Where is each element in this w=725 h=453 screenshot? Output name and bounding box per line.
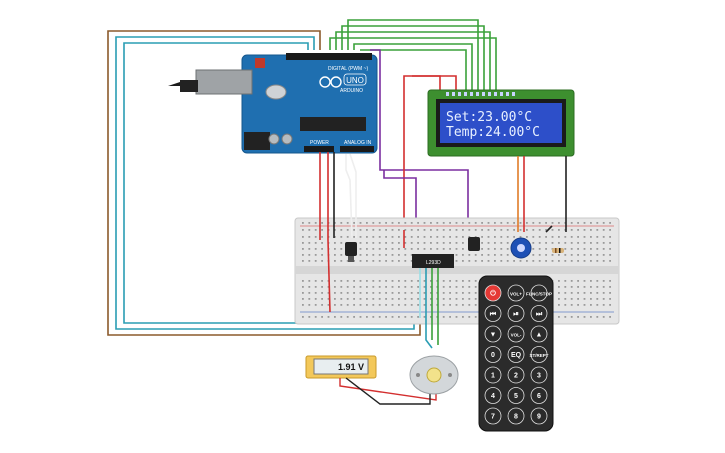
remote-button-8[interactable]: 8 xyxy=(507,407,525,425)
voltmeter-reading: 1.91 V xyxy=(338,362,364,372)
remote-button-up[interactable]: ▲ xyxy=(530,325,548,343)
wires-lcd-down xyxy=(517,156,567,233)
lcd-line-1: Set:23.00°C xyxy=(446,110,532,125)
remote-button-label: VOL- xyxy=(511,333,522,338)
remote-button-down[interactable]: ▼ xyxy=(484,325,502,343)
remote-button-label: ST/REPT xyxy=(529,353,548,358)
dc-motor[interactable] xyxy=(409,355,459,395)
remote-button-vol-up[interactable]: VOL+ xyxy=(507,284,525,302)
remote-button-label: 6 xyxy=(537,393,541,400)
remote-button-0[interactable]: 0 xyxy=(484,346,502,363)
remote-button-4[interactable]: 4 xyxy=(484,387,502,404)
wire-green-lcd-6[interactable] xyxy=(360,49,467,92)
motor-driver-chip[interactable]: L293D xyxy=(412,254,454,268)
remote-button-label: ▲ xyxy=(536,332,543,339)
power-label: POWER xyxy=(310,140,329,146)
remote-button-label: ▼ xyxy=(490,332,497,339)
remote-button-label: 7 xyxy=(491,414,495,421)
remote-button-label: VOL+ xyxy=(510,292,522,297)
arduino-uno[interactable]: ARDUINO UNO DIGITAL (PWM ~) POWER ANALOG… xyxy=(168,53,378,154)
remote-button-label: 2 xyxy=(514,373,518,380)
resistor[interactable] xyxy=(552,248,564,253)
remote-button-eq[interactable]: EQ xyxy=(507,346,525,363)
wire-red-lcd-2[interactable] xyxy=(412,75,441,92)
lcd-module[interactable]: Set:23.00°C Temp:24.00°C xyxy=(427,89,575,157)
remote-button-rewind[interactable]: ⏮ xyxy=(484,305,502,322)
wires-arduino-bottom xyxy=(319,152,405,313)
wire-green-lcd-3[interactable] xyxy=(341,25,485,92)
remote-button-label: 5 xyxy=(514,393,518,400)
multimeter[interactable]: 1.91 V xyxy=(305,355,377,379)
pushbutton[interactable] xyxy=(468,237,480,251)
remote-button-9[interactable]: 9 xyxy=(530,407,548,425)
remote-button-label: 8 xyxy=(514,414,518,421)
remote-button-5[interactable]: 5 xyxy=(507,387,525,404)
potentiometer[interactable] xyxy=(510,237,532,259)
remote-button-label: ⏭ xyxy=(536,311,543,318)
remote-button-7[interactable]: 7 xyxy=(484,407,502,425)
remote-button-label: ⏯ xyxy=(513,311,519,318)
arduino-brand-text: ARDUINO xyxy=(340,88,363,94)
remote-button-label: 4 xyxy=(491,393,495,400)
remote-button-label: FUNC/STOP xyxy=(526,292,552,297)
digital-header xyxy=(286,53,372,60)
power-jack xyxy=(244,132,270,150)
remote-button-3[interactable]: 3 xyxy=(530,366,548,384)
ir-receiver[interactable] xyxy=(345,242,357,262)
wires-back xyxy=(107,19,497,336)
remote-button-label: EQ xyxy=(511,352,522,359)
remote-button-label: ⏻ xyxy=(490,290,496,298)
remote-button-power[interactable]: ⏻ xyxy=(484,284,502,302)
remote-button-vol-down[interactable]: VOL- xyxy=(507,325,525,343)
header-pins xyxy=(446,92,515,96)
lcd-line-2: Temp:24.00°C xyxy=(446,125,540,140)
remote-button-label: 0 xyxy=(491,352,495,359)
breadboard[interactable] xyxy=(294,217,620,325)
remote-button-1[interactable]: 1 xyxy=(484,366,502,384)
remote-button-6[interactable]: 6 xyxy=(530,387,548,404)
remote-button-label: 1 xyxy=(491,373,495,380)
analog-label: ANALOG IN xyxy=(344,140,372,146)
wires-driver xyxy=(419,268,439,349)
analog-header xyxy=(340,146,374,152)
wire-green-lcd-1[interactable] xyxy=(329,37,497,92)
power-header xyxy=(304,146,334,152)
remote-button-label: 9 xyxy=(537,414,541,421)
arduino-logo-icon xyxy=(319,76,331,88)
lcd-screen xyxy=(440,103,562,143)
driver-chip-label: L293D xyxy=(426,260,441,266)
reset-button[interactable] xyxy=(255,58,265,68)
wires-voltmeter xyxy=(339,377,437,405)
digital-label: DIGITAL (PWM ~) xyxy=(328,66,368,72)
atmega-chip xyxy=(300,117,366,131)
remote-button-label: ⏮ xyxy=(490,311,497,318)
remote-button-st-rept[interactable]: ST/REPT xyxy=(529,346,549,363)
wire-purple[interactable] xyxy=(370,49,469,238)
remote-button-label: 3 xyxy=(537,373,541,380)
wire-green-lcd-5[interactable] xyxy=(353,43,473,92)
remote-button-play-pause[interactable]: ⏯ xyxy=(507,305,525,322)
remote-button-2[interactable]: 2 xyxy=(507,366,525,384)
remote-button-fast-forward[interactable]: ⏭ xyxy=(530,305,548,322)
wire-green-lcd-2[interactable] xyxy=(335,31,491,92)
usb-port xyxy=(195,69,253,95)
arduino-model-text: UNO xyxy=(346,76,364,85)
remote-button-func-stop[interactable]: FUNC/STOP xyxy=(526,284,552,302)
wire-green-lcd-4[interactable] xyxy=(347,19,479,92)
ir-remote[interactable]: ⏻ VOL+ FUNC/STOP ⏮ ⏯ ⏭ ▼ VOL- ▲ 0 EQ ST/REPT 1 2 3 4 5 6 7… xyxy=(478,275,554,432)
